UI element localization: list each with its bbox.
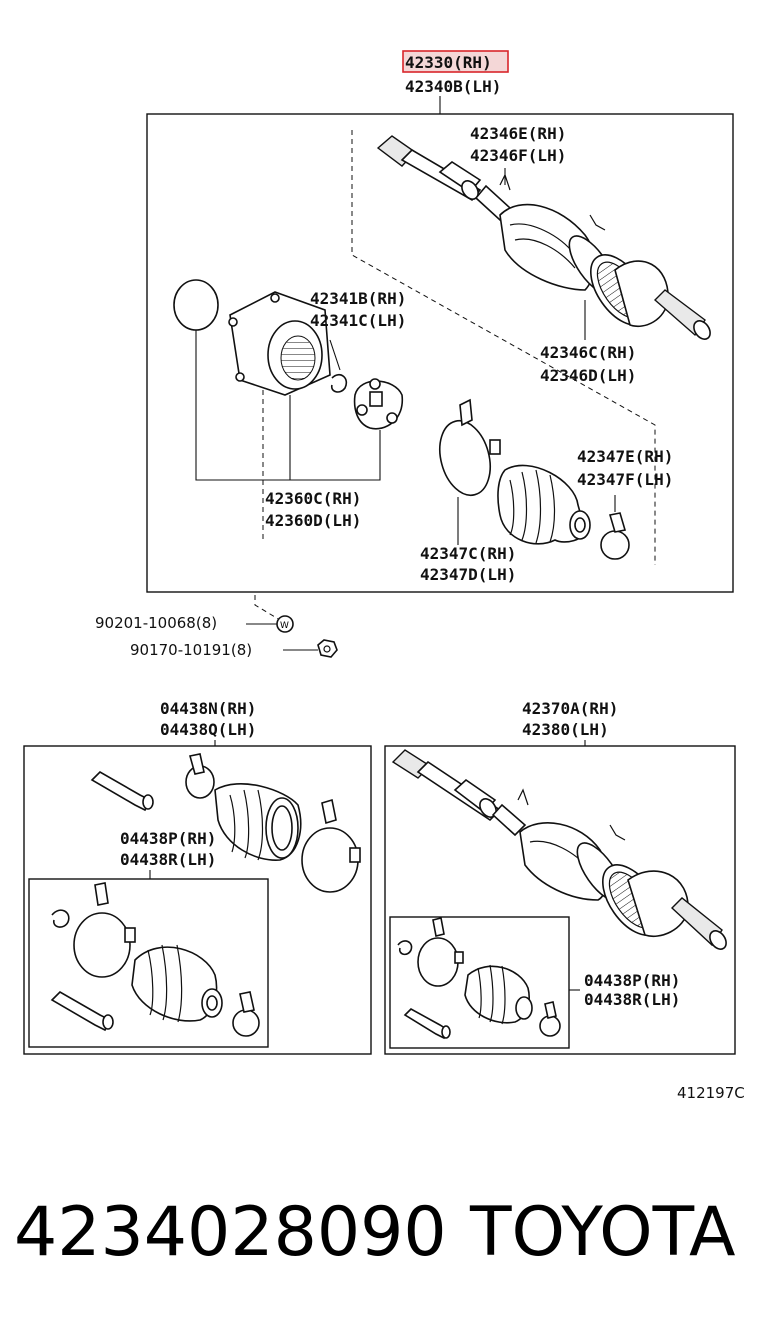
clamp-band (439, 398, 501, 497)
label-42346c: 42346C(RH) (540, 343, 636, 362)
label-shaft-b: 42380(LH) (522, 720, 609, 739)
shaft-inner-frame (389, 916, 570, 1049)
label-kit-q: 04438Q(LH) (160, 720, 256, 739)
svg-text:W: W (280, 621, 289, 631)
label-kit-n: 04438N(RH) (160, 699, 256, 718)
label-main-rh[interactable]: 42330(RH) (405, 53, 492, 72)
label-42347f: 42347F(LH) (577, 470, 673, 489)
housing (228, 291, 331, 396)
shaft-frame (384, 745, 736, 1055)
kit-left-frame (23, 745, 372, 1055)
label-42360c: 42360C(RH) (265, 489, 361, 508)
snap-ring (173, 279, 219, 331)
fasteners: 90201-10068(8) W 90170-10191(8) (95, 614, 338, 659)
label-42360d: 42360D(LH) (265, 511, 361, 530)
diagram-id: 412197C (677, 1084, 745, 1102)
label-nut: 90170-10191(8) (130, 641, 252, 659)
part-number: 4234028090 (14, 1193, 447, 1272)
label-42346f: 42346F(LH) (470, 146, 566, 165)
boot-kit-left: 04438N(RH) 04438Q(LH) 04438P(RH) 04438R(… (23, 699, 372, 1055)
main-assembly-frame (146, 113, 734, 593)
outer-shaft (376, 135, 711, 340)
label-bolt: 90201-10068(8) (95, 614, 217, 632)
clip (330, 373, 348, 393)
drive-shaft-assembly: 42370A(RH) 42380(LH) 044 (384, 699, 736, 1055)
brand-name: TOYOTA (469, 1193, 735, 1272)
highlight-box[interactable] (402, 50, 509, 73)
nut-icon (317, 639, 338, 658)
label-kit-r2: 04438R(LH) (584, 990, 680, 1009)
label-42347c: 42347C(RH) (420, 544, 516, 563)
washer-icon (276, 615, 294, 633)
small-clamp (600, 512, 630, 560)
label-42347d: 42347D(LH) (420, 565, 516, 584)
main-assembly: 42330(RH) 42340B(LH) (146, 50, 734, 621)
inner-boot (497, 464, 591, 545)
kit-left-inner-frame (28, 878, 269, 1048)
label-shaft-a: 42370A(RH) (522, 699, 618, 718)
label-kit-r1: 04438R(LH) (120, 850, 216, 869)
label-42346e: 42346E(RH) (470, 124, 566, 143)
label-kit-p1: 04438P(RH) (120, 829, 216, 848)
label-42346d: 42346D(LH) (540, 366, 636, 385)
label-main-lh: 42340B(LH) (405, 77, 501, 96)
label-42341b: 42341B(RH) (310, 289, 406, 308)
label-42347e: 42347E(RH) (577, 447, 673, 466)
label-kit-p2: 04438P(RH) (584, 971, 680, 990)
label-42341c: 42341C(LH) (310, 311, 406, 330)
tripod-joint (353, 378, 403, 430)
